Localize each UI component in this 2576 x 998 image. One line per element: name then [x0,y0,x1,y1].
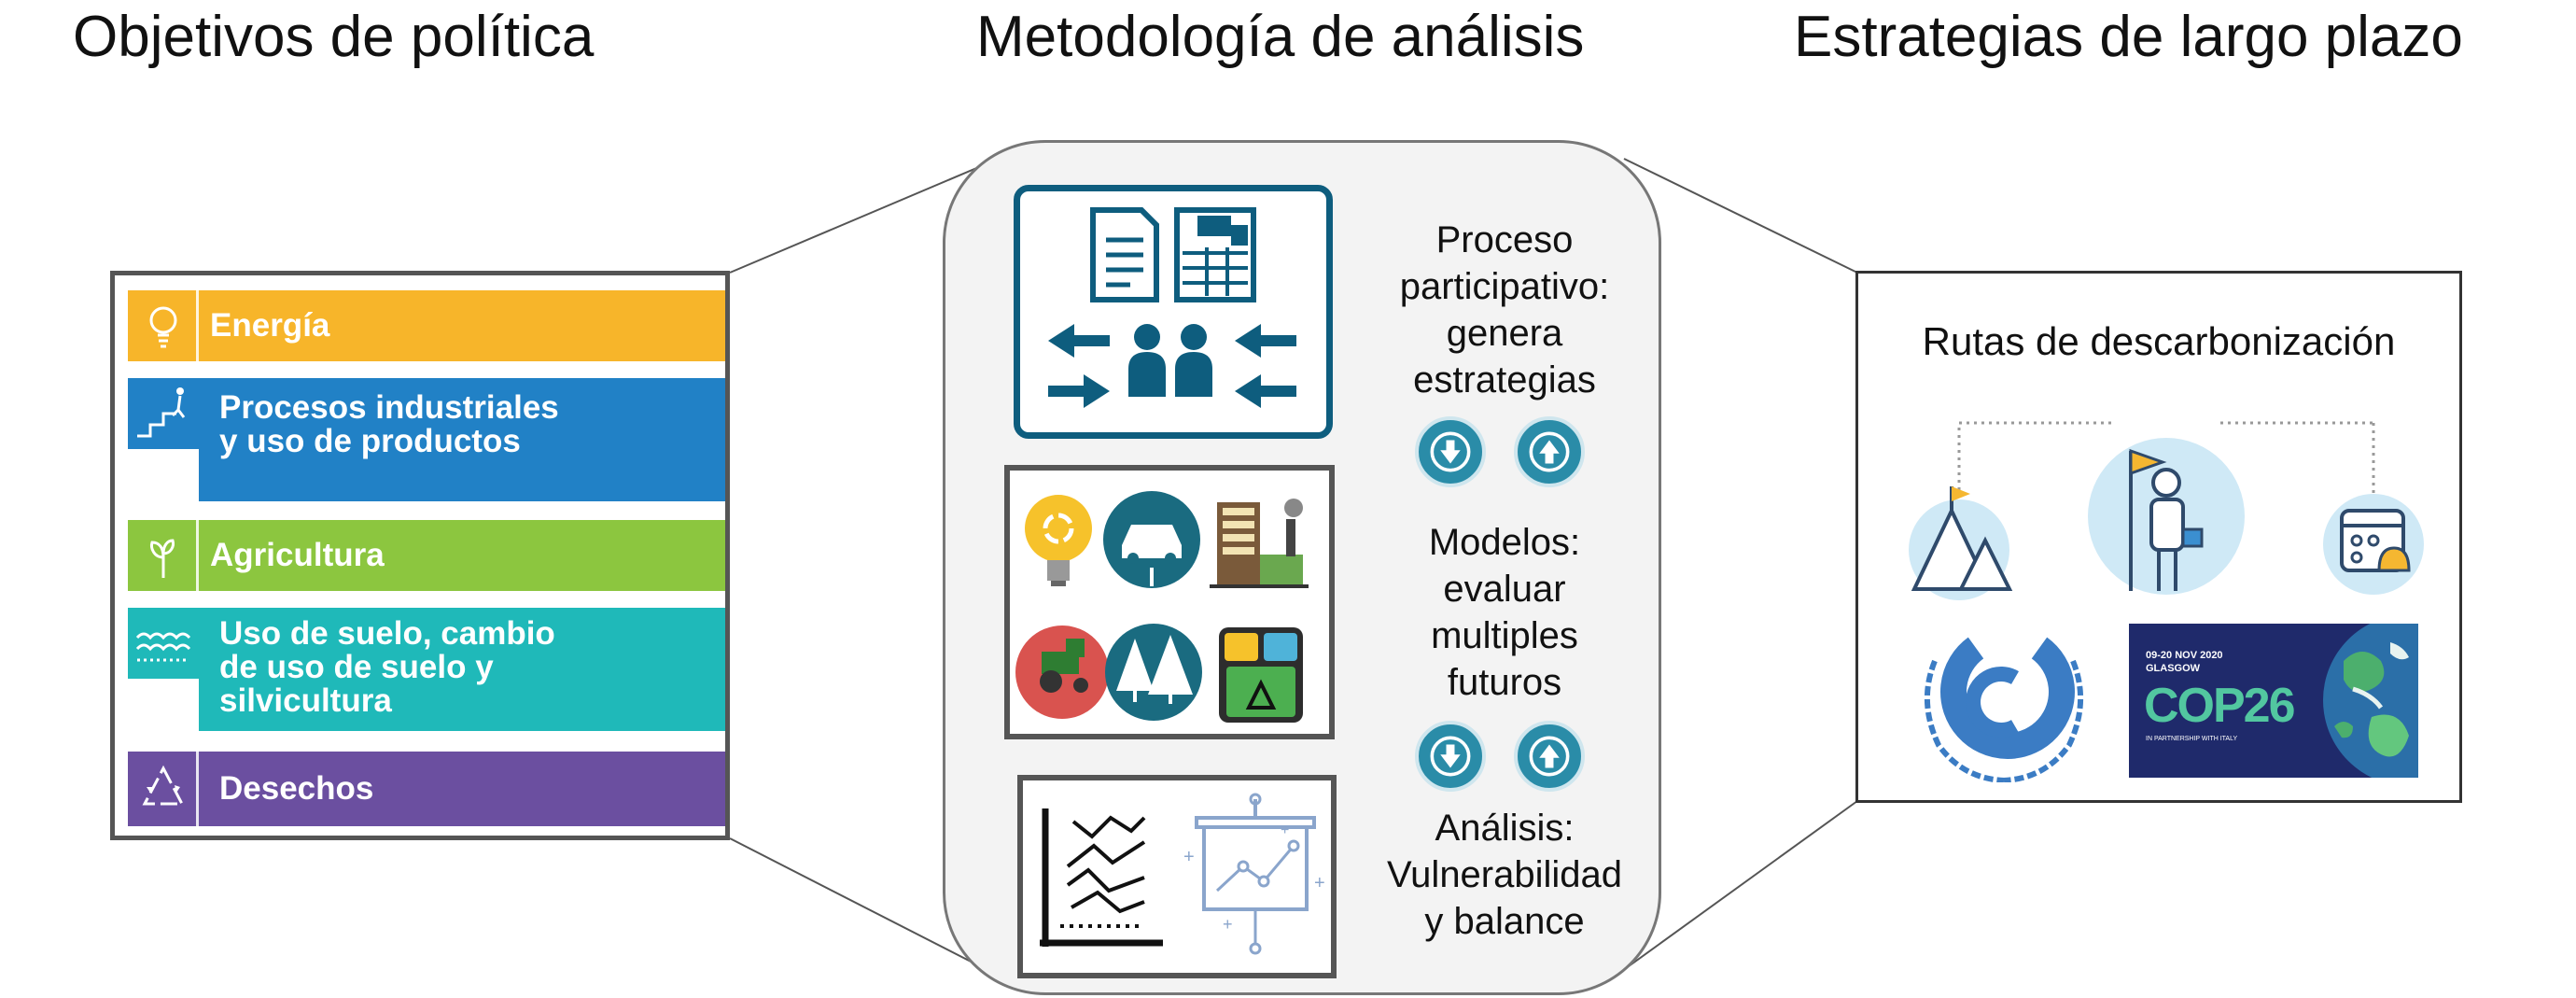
analysis-tile: + + + + [1017,775,1337,978]
cop26-title: COP26 [2144,679,2296,733]
tractor-icon [1015,626,1109,719]
cop26-dates: 09-20 NOV 2020 [2146,650,2223,661]
car-road-icon [1103,491,1200,588]
middle-column-title: Metodología de análisis [976,5,1585,69]
left-column-title: Objetivos de política [73,5,595,69]
step-models-text: Modelos: evaluar multiples futuros [1428,522,1581,703]
svg-text:+: + [1281,822,1289,838]
step-analysis-text: Análisis: Vulnerabilidad y balance [1386,808,1623,942]
connector-left-top [729,158,1000,274]
person-flag-icon [2088,438,2245,595]
lightbulb-icon [128,290,199,361]
stairs-person-icon [128,378,199,449]
arrow-up-button-2 [1514,721,1585,792]
bulb-recycle-icon [1025,495,1092,586]
presentation-board-icon: + + + + [1183,793,1325,955]
sector-industrial-processes: Procesos industriales y uso de productos [128,378,725,501]
mountain-flag-icon [1909,486,2013,600]
goal-icons-row [1909,421,2424,600]
sector-waste: Desechos [128,752,725,826]
svg-text:+: + [1223,915,1233,934]
connector-left-bottom [729,837,981,967]
cop26-city: GLASGOW [2146,663,2201,674]
models-icon-grid [1015,491,1309,723]
sector-agriculture: Agricultura [128,520,725,591]
sector-energy: Energía [128,290,725,361]
svg-text:+: + [1314,873,1325,893]
cop26-partner: IN PARTNERSHIP WITH ITALY [2146,736,2238,742]
cop26-banner: 09-20 NOV 2020 GLASGOW COP26 IN PARTNERS… [2129,624,2418,778]
arrow-down-button-1 [1415,416,1486,487]
trend-chart-icon [1040,808,1163,947]
arrow-up-button-1 [1514,416,1585,487]
participatory-process-tile [1014,185,1333,439]
sector-industrial-label: Procesos industriales y uso de productos [219,389,559,459]
land-icon [128,608,199,679]
arrow-down-icon [1430,736,1471,777]
recycle-bin-icon [1219,627,1303,723]
forest-icon [1105,624,1202,721]
analysis-icon: + + + + [1040,793,1325,955]
right-column-title: Estrategias de largo plazo [1794,5,2463,69]
factory-icon [1210,499,1309,588]
connector-right-top [1623,158,1858,274]
arrow-down-icon [1430,431,1471,472]
step-participatory-text: Proceso participativo: genera estrategia… [1399,219,1610,401]
arrow-up-icon [1529,736,1570,777]
calendar-bell-icon [2323,494,2424,595]
models-tile [1004,465,1335,739]
participation-icon [1048,207,1296,408]
policy-objectives-panel: Energía Procesos industriales y uso de p… [110,271,730,840]
sector-waste-label: Desechos [219,770,374,807]
arrow-down-button-2 [1415,721,1486,792]
decarbonization-routes-title: Rutas de descarbonización [1922,319,2396,363]
sprout-icon [128,520,199,591]
strategies-panel: Rutas de descarbonización [1855,271,2462,803]
earth-globe-icon [2323,624,2418,778]
svg-text:+: + [1183,847,1195,867]
sector-land-use: Uso de suelo, cambio de uso de suelo y s… [128,608,725,731]
connector-right-bottom [1628,800,1858,967]
sector-agriculture-label: Agricultura [210,537,385,573]
recycle-icon [128,752,199,826]
arrow-up-icon [1529,431,1570,472]
un-climate-logo-icon [1925,637,2083,782]
sector-land-use-label: Uso de suelo, cambio de uso de suelo y s… [219,615,555,719]
sector-energy-label: Energía [210,307,330,344]
